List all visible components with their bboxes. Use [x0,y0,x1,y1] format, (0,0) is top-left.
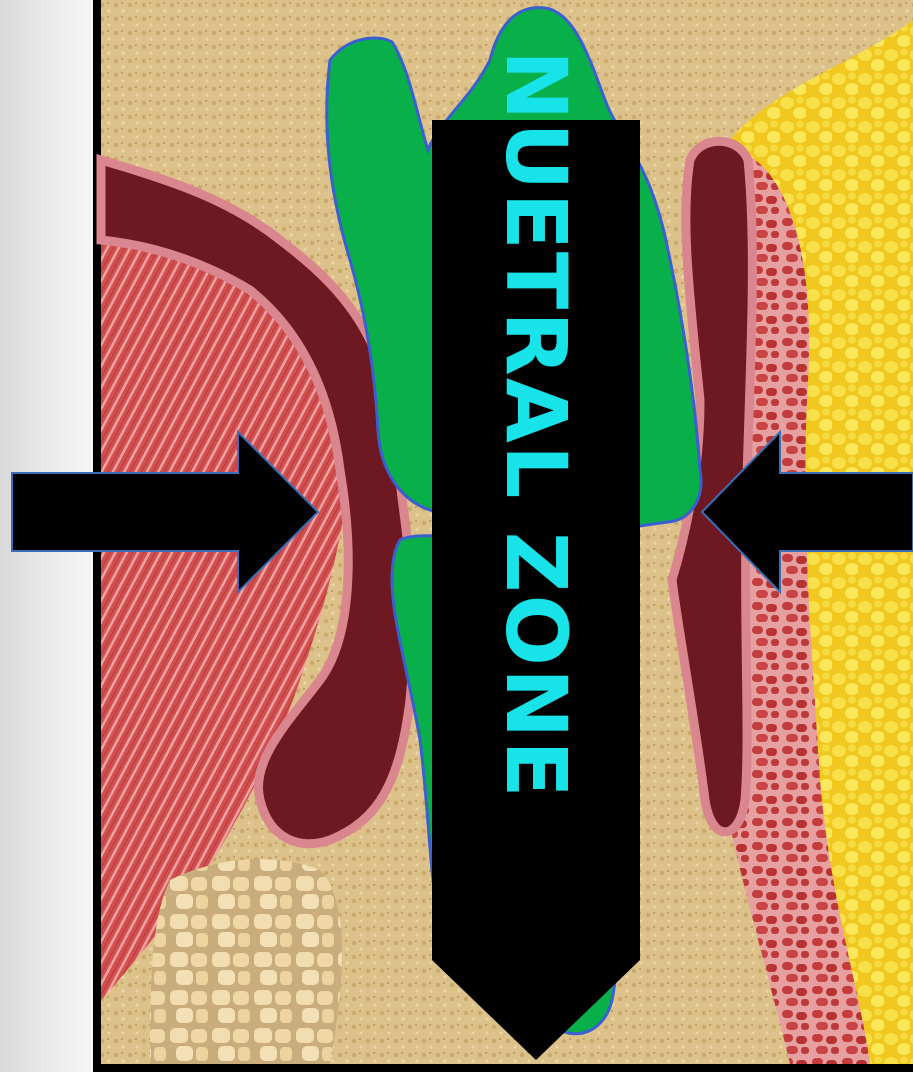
neutral-zone-arrow [432,120,640,1060]
sublingual-gland [150,859,342,1064]
